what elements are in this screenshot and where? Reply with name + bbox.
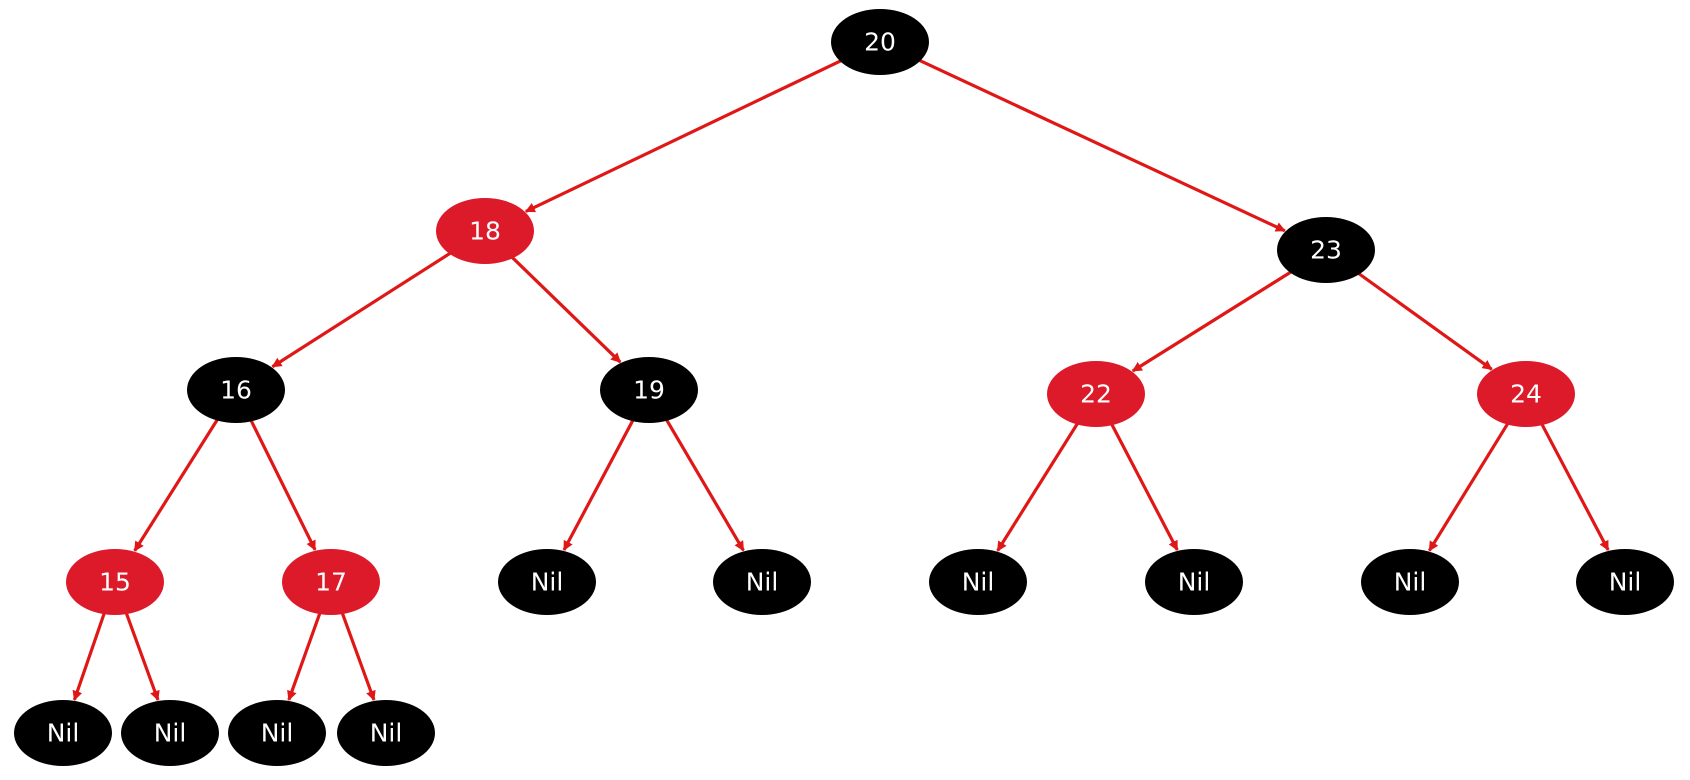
node-shape-nil19r [713, 549, 811, 615]
node-shape-nil17l [228, 700, 326, 766]
tree-node-nil15r: Nil [121, 700, 219, 766]
node-shape-nil15l [14, 700, 112, 766]
edge-n19-to-nil19r [663, 416, 745, 552]
node-shape-n24 [1477, 361, 1575, 427]
tree-node-n23: 23 [1277, 217, 1375, 283]
node-label-nil17l: Nil [261, 719, 294, 748]
node-label-n20: 20 [864, 28, 896, 57]
edge-n20-to-n18 [524, 57, 845, 213]
tree-node-n24: 24 [1477, 361, 1575, 427]
node-shape-n22 [1047, 361, 1145, 427]
edge-n16-to-n17 [248, 417, 317, 551]
node-label-n22: 22 [1080, 380, 1112, 409]
tree-node-n22: 22 [1047, 361, 1145, 427]
node-shape-n18 [436, 198, 534, 264]
edges-layer [72, 57, 1610, 701]
tree-node-nil15l: Nil [14, 700, 112, 766]
edge-n23-to-n22 [1131, 268, 1295, 373]
node-shape-nil24r [1576, 549, 1674, 615]
node-label-nil24r: Nil [1609, 568, 1642, 597]
node-shape-n17 [282, 549, 380, 615]
tree-node-nil17l: Nil [228, 700, 326, 766]
tree-node-nil22r: Nil [1145, 549, 1243, 615]
node-shape-nil22l [929, 549, 1027, 615]
edge-n22-to-nil22l [996, 420, 1081, 552]
edge-n17-to-nil17r [339, 609, 376, 701]
node-shape-nil15r [121, 700, 219, 766]
node-label-n17: 17 [315, 568, 347, 597]
tree-node-nil24r: Nil [1576, 549, 1674, 615]
node-shape-n16 [187, 357, 285, 423]
node-label-nil19r: Nil [746, 568, 779, 597]
tree-node-n17: 17 [282, 549, 380, 615]
edge-n20-to-n23 [915, 57, 1286, 233]
edge-n19-to-nil19l [562, 416, 636, 551]
node-label-nil22r: Nil [1178, 568, 1211, 597]
node-label-n16: 16 [220, 376, 252, 405]
node-label-n19: 19 [633, 376, 665, 405]
edge-n18-to-n19 [508, 254, 622, 364]
node-shape-n20 [831, 9, 929, 75]
node-shape-nil24l [1361, 549, 1459, 615]
edge-n16-to-n15 [133, 416, 221, 552]
edge-n24-to-nil24r [1539, 420, 1610, 551]
edge-n15-to-nil15l [72, 609, 107, 701]
node-label-nil15r: Nil [154, 719, 187, 748]
edge-n18-to-n16 [271, 250, 454, 369]
edge-n17-to-nil17l [287, 609, 323, 701]
tree-node-nil19l: Nil [498, 549, 596, 615]
node-shape-n15 [66, 549, 164, 615]
node-label-nil17r: Nil [370, 719, 403, 748]
tree-node-n20: 20 [831, 9, 929, 75]
tree-node-n15: 15 [66, 549, 164, 615]
node-shape-nil22r [1145, 549, 1243, 615]
edge-n24-to-nil24l [1427, 420, 1511, 552]
tree-node-nil17r: Nil [337, 700, 435, 766]
node-shape-n19 [600, 357, 698, 423]
tree-node-n19: 19 [600, 357, 698, 423]
node-label-nil22l: Nil [962, 568, 995, 597]
tree-node-nil24l: Nil [1361, 549, 1459, 615]
node-label-n23: 23 [1310, 236, 1342, 265]
node-label-nil19l: Nil [531, 568, 564, 597]
node-label-n15: 15 [99, 568, 131, 597]
edge-n23-to-n24 [1355, 270, 1493, 371]
node-label-nil24l: Nil [1394, 568, 1427, 597]
node-label-nil15l: Nil [47, 719, 80, 748]
node-shape-n23 [1277, 217, 1375, 283]
edge-n22-to-nil22r [1108, 420, 1179, 551]
node-shape-nil19l [498, 549, 596, 615]
node-label-n18: 18 [469, 217, 501, 246]
tree-node-n18: 18 [436, 198, 534, 264]
edge-n15-to-nil15r [123, 609, 160, 701]
node-label-n24: 24 [1510, 380, 1542, 409]
tree-node-n16: 16 [187, 357, 285, 423]
node-shape-nil17r [337, 700, 435, 766]
tree-node-nil22l: Nil [929, 549, 1027, 615]
tree-node-nil19r: Nil [713, 549, 811, 615]
